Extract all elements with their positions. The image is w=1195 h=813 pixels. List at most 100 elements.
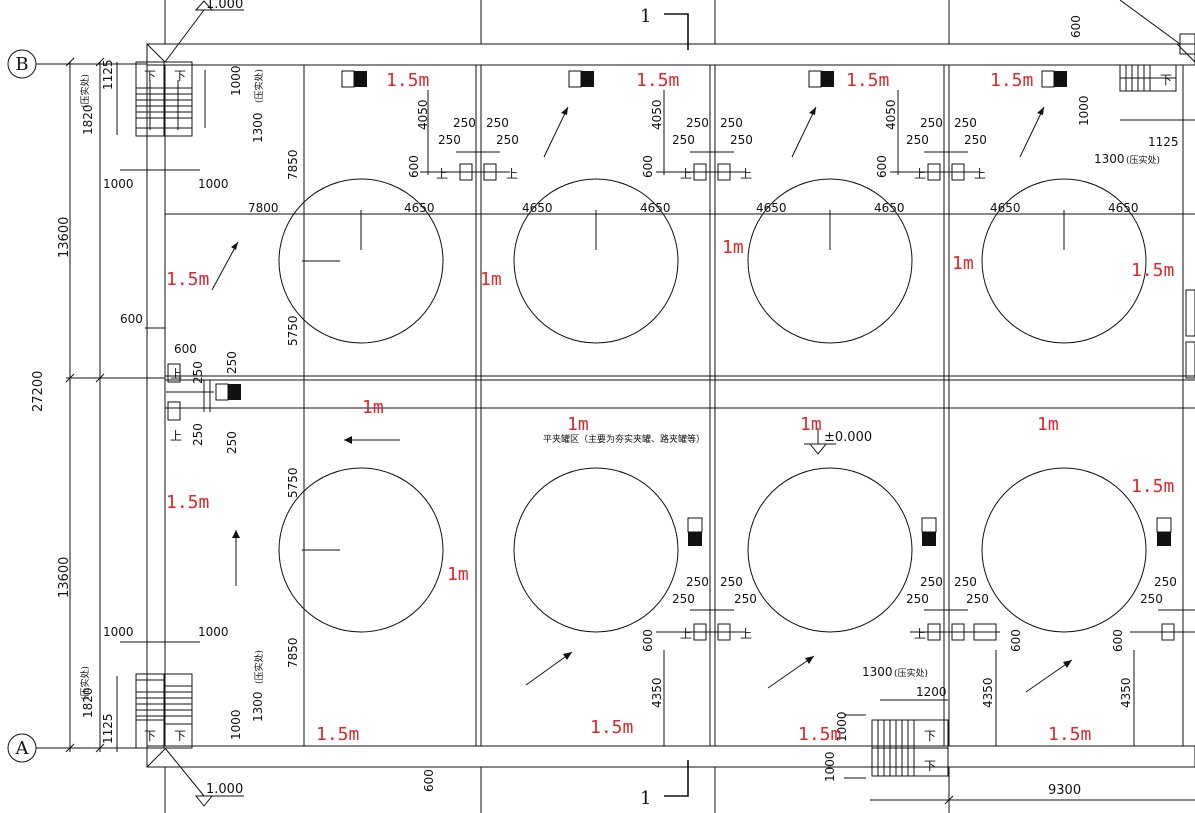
svg-text:1300: 1300	[862, 665, 893, 679]
svg-text:1.5m: 1.5m	[636, 70, 679, 91]
svg-text:1125: 1125	[101, 59, 115, 90]
svg-text:4050: 4050	[416, 99, 430, 130]
svg-text:1125: 1125	[101, 713, 115, 744]
svg-text:1.000: 1.000	[206, 0, 243, 12]
svg-text:1m: 1m	[722, 237, 744, 258]
svg-text:1000: 1000	[1077, 95, 1091, 126]
svg-text:600: 600	[1111, 629, 1125, 652]
svg-text:4650: 4650	[874, 201, 905, 215]
stair-bottom-left-dims: 1000 1000 1000 1300 (压实处)	[103, 625, 265, 740]
svg-text:4650: 4650	[990, 201, 1021, 215]
svg-text:7800: 7800	[248, 201, 279, 215]
svg-text:4650: 4650	[522, 201, 553, 215]
svg-text:600: 600	[875, 155, 889, 178]
svg-text:(压实处): (压实处)	[79, 666, 91, 700]
svg-text:250: 250	[1140, 592, 1163, 606]
sump-top-3: 4050 250 250 250 250 600 上 上	[808, 70, 987, 181]
svg-text:13600: 13600	[57, 557, 72, 598]
svg-text:(压实处): (压实处)	[1126, 154, 1160, 166]
svg-text:1.5m: 1.5m	[1131, 260, 1174, 281]
svg-text:下: 下	[924, 759, 936, 773]
svg-text:13600: 13600	[57, 217, 72, 258]
svg-text:250: 250	[920, 116, 943, 130]
svg-text:1.5m: 1.5m	[1131, 476, 1174, 497]
svg-text:1.5m: 1.5m	[316, 724, 359, 745]
svg-text:1m: 1m	[362, 397, 384, 418]
svg-text:1.5m: 1.5m	[846, 70, 889, 91]
svg-text:1300: 1300	[251, 691, 265, 722]
stair-top-left: 下 下	[135, 61, 193, 137]
svg-text:1000: 1000	[103, 177, 134, 191]
svg-text:250: 250	[686, 116, 709, 130]
svg-text:下: 下	[144, 69, 156, 83]
tanks	[278, 178, 1147, 633]
svg-text:1m: 1m	[480, 269, 502, 290]
svg-text:上: 上	[914, 167, 926, 181]
tank-5	[278, 467, 444, 633]
svg-text:7850: 7850	[286, 637, 300, 668]
svg-text:(压实处): (压实处)	[253, 650, 265, 684]
svg-text:5750: 5750	[286, 315, 300, 346]
svg-text:250: 250	[225, 431, 239, 454]
svg-text:5750: 5750	[286, 467, 300, 498]
svg-text:1: 1	[640, 788, 651, 809]
svg-text:1m: 1m	[447, 564, 469, 585]
tank-8	[981, 467, 1147, 633]
svg-text:1m: 1m	[1037, 414, 1059, 435]
svg-text:250: 250	[920, 575, 943, 589]
tank-6	[513, 467, 679, 633]
tank-4	[981, 178, 1147, 344]
svg-text:600: 600	[174, 342, 197, 356]
svg-text:1m: 1m	[567, 414, 589, 435]
svg-text:600: 600	[641, 629, 655, 652]
svg-text:4350: 4350	[1119, 677, 1133, 708]
inner-left-dims: 7850 5750 5750 7850 600	[120, 65, 305, 668]
svg-text:1.5m: 1.5m	[1048, 724, 1091, 745]
svg-text:600: 600	[641, 155, 655, 178]
tank-3	[747, 178, 913, 344]
elevation-marker-top: 1.000	[164, 0, 244, 63]
svg-text:250: 250	[954, 116, 977, 130]
sump-top-2: 4050 250 250 250 250 600 上 上	[568, 70, 753, 181]
svg-text:1.5m: 1.5m	[798, 724, 841, 745]
section-mark-bottom: 1	[640, 760, 689, 809]
left-dimensions: 27200 13600 13600 1125 1820 (压实处) 1125 1…	[31, 57, 165, 753]
svg-text:1200: 1200	[916, 685, 947, 699]
sump-top-4	[1041, 70, 1067, 88]
sump-bottom-3: 250 250 250 250 上 600 4350	[906, 517, 1023, 746]
svg-text:1: 1	[640, 6, 651, 27]
svg-text:上: 上	[680, 627, 692, 641]
svg-text:250: 250	[496, 133, 519, 147]
flow-arrows	[211, 106, 1073, 693]
svg-text:4650: 4650	[640, 201, 671, 215]
svg-text:±0.000: ±0.000	[824, 430, 872, 445]
tank-row-dimensions: 7800 4650 4650 4650 4650 4650 4650 4650	[248, 201, 1139, 215]
svg-text:250: 250	[906, 133, 929, 147]
svg-text:250: 250	[1154, 575, 1177, 589]
sump-bottom-2: 250 250 250 250 600 上 上 4350	[641, 517, 757, 746]
svg-text:上: 上	[170, 429, 182, 443]
svg-text:(压实处): (压实处)	[253, 69, 265, 103]
outer-walls	[146, 43, 1195, 768]
flat-zone-note: 平夹罐区（主要为夯实夹罐、路夹罐等）	[543, 433, 705, 445]
svg-text:1.5m: 1.5m	[590, 717, 633, 738]
svg-text:250: 250	[191, 423, 205, 446]
svg-text:下: 下	[924, 729, 936, 743]
svg-text:250: 250	[906, 592, 929, 606]
svg-text:上: 上	[740, 627, 752, 641]
svg-text:600: 600	[1009, 629, 1023, 652]
svg-text:1.5m: 1.5m	[386, 70, 429, 91]
svg-text:下: 下	[1160, 73, 1172, 87]
svg-text:250: 250	[730, 133, 753, 147]
right-edge-detail	[1185, 289, 1195, 379]
svg-text:250: 250	[734, 592, 757, 606]
svg-text:4350: 4350	[650, 677, 664, 708]
section-mark-top: 1	[640, 6, 689, 50]
svg-text:B: B	[15, 54, 28, 75]
stair-bottom-right: 下 下 1300 (压实处) 1200 1000 1000	[823, 665, 949, 782]
svg-text:250: 250	[672, 592, 695, 606]
svg-text:4050: 4050	[650, 99, 664, 130]
svg-text:上: 上	[680, 167, 692, 181]
svg-text:250: 250	[964, 133, 987, 147]
